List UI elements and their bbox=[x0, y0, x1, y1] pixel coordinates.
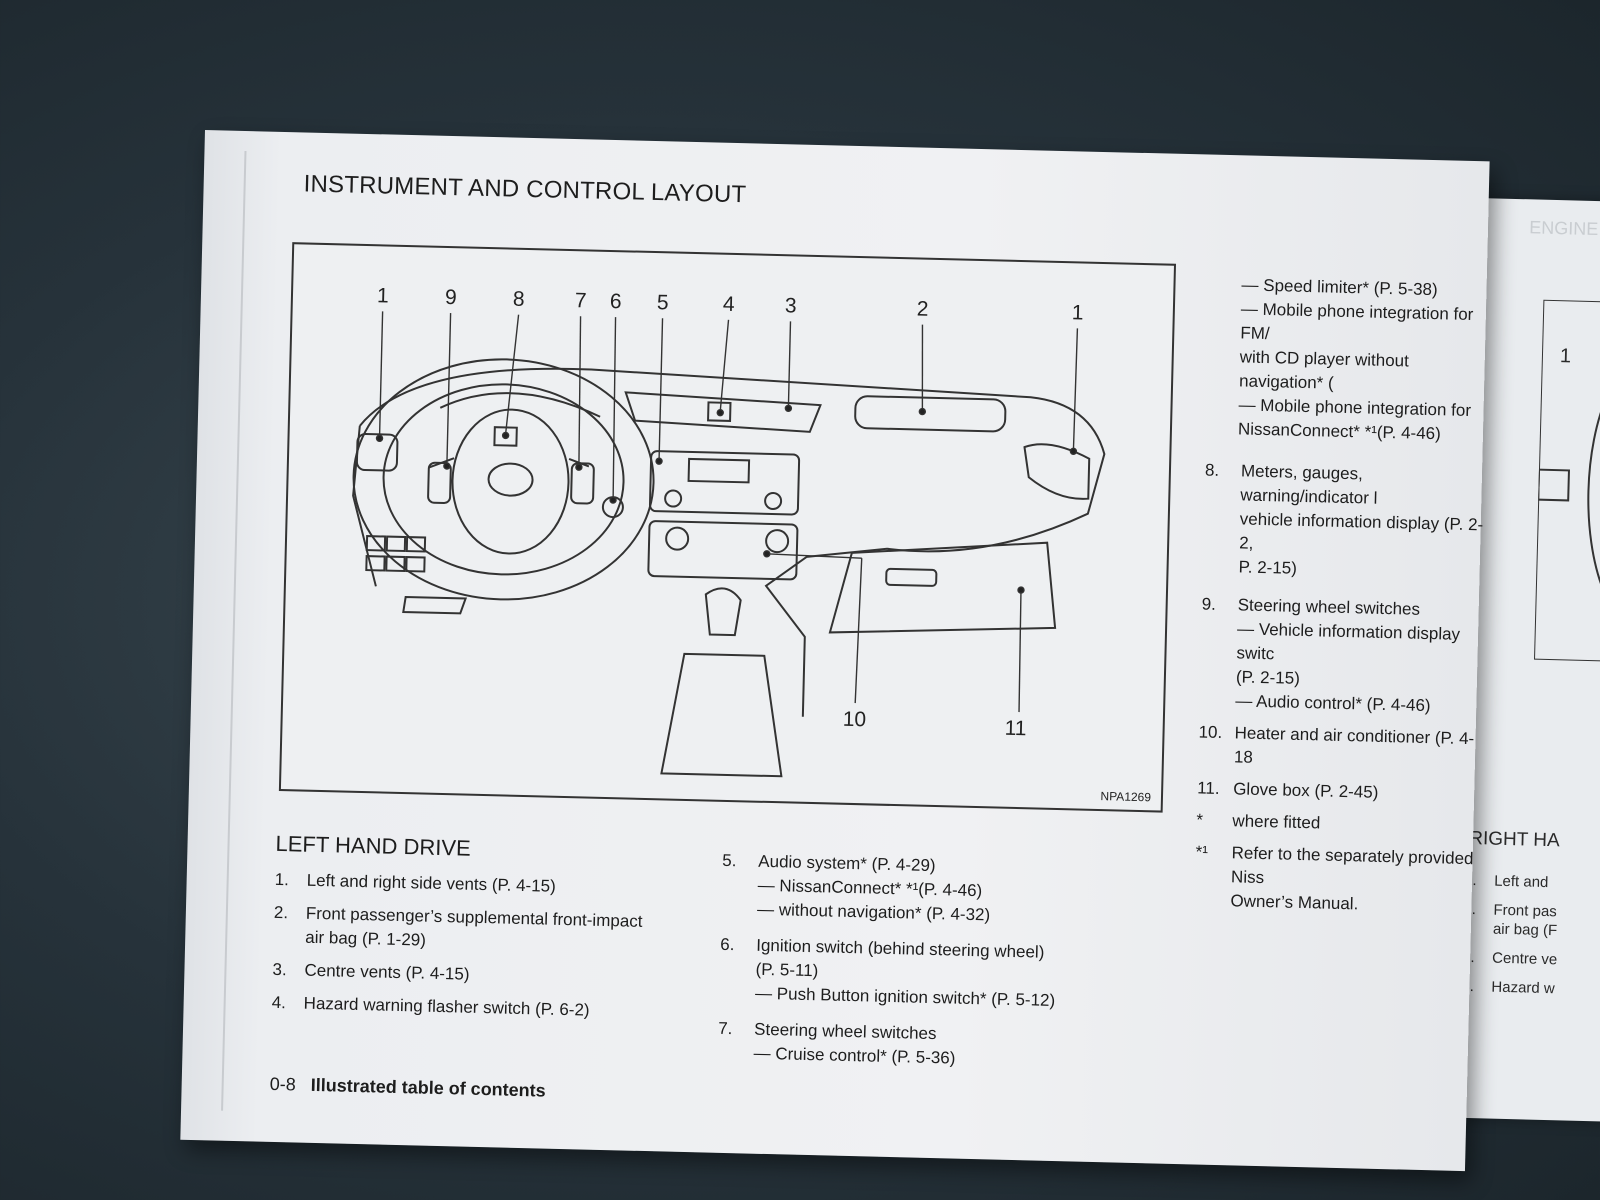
list-item: 6. Ignition switch (behind steering whee… bbox=[719, 933, 1121, 1015]
list-item: 3.Centre vents (P. 4-15) bbox=[272, 959, 470, 984]
next-page-header: ENGINE bbox=[1529, 217, 1599, 240]
next-page-diagram bbox=[1534, 299, 1600, 663]
page-edge bbox=[221, 150, 247, 1111]
right-column: — Speed limiter* (P. 5-38) — Mobile phon… bbox=[1194, 273, 1495, 920]
callout-9: 9 bbox=[444, 285, 457, 310]
list-subitem: with CD player without navigation* ( bbox=[1238, 347, 1410, 393]
list-subitem: — Mobile phone integration for FM/ bbox=[1240, 299, 1474, 344]
list-item: 9. Steering wheel switches— Vehicle info… bbox=[1201, 594, 1461, 716]
list-item: 4.Hazard w bbox=[1461, 978, 1555, 998]
middle-column: 5. Audio system* (P. 4-29) — NissanConne… bbox=[717, 843, 1122, 1075]
dashboard-diagram: 1 9 8 7 6 5 4 3 2 1 10 11 NPA1269 bbox=[278, 242, 1177, 813]
callout-1-left: 1 bbox=[376, 284, 389, 308]
list-item: 2. Front passenger’s supplemental front-… bbox=[273, 902, 643, 950]
next-page: ENGINE 1 RIGHT HA 1.Left and 2.Front pas… bbox=[1457, 198, 1600, 1122]
list-item: 11. Glove box (P. 2-45) bbox=[1196, 778, 1379, 802]
list-item: 5. Audio system* (P. 4-29) — NissanConne… bbox=[721, 849, 1123, 931]
section-title: LEFT HAND DRIVE bbox=[275, 830, 472, 861]
left-hand-drive-section: LEFT HAND DRIVE 1.Left and right side ve… bbox=[271, 830, 716, 1035]
diagram-code: NPA1269 bbox=[1100, 789, 1152, 805]
page-title: INSTRUMENT AND CONTROL LAYOUT bbox=[303, 170, 747, 209]
manual-page: INSTRUMENT AND CONTROL LAYOUT bbox=[180, 130, 1490, 1172]
footnote: * where fitted bbox=[1196, 810, 1321, 833]
callout-5: 5 bbox=[656, 291, 669, 315]
callout-4: 4 bbox=[722, 292, 735, 316]
callout-6: 6 bbox=[609, 289, 622, 314]
page-footer: 0-8 Illustrated table of contents bbox=[269, 1074, 545, 1102]
callout-7: 7 bbox=[574, 289, 587, 313]
list-item: 7. Steering wheel switches — Cruise cont… bbox=[717, 1017, 1118, 1075]
list-item: 10. Heater and air conditioner (P. 4-18 bbox=[1198, 722, 1475, 767]
callout-1-right: 1 bbox=[1071, 301, 1084, 325]
callout-2: 2 bbox=[916, 297, 929, 321]
list-item: 4.Hazard warning flasher switch (P. 6-2) bbox=[271, 992, 590, 1020]
page-number: 0-8 bbox=[269, 1073, 296, 1095]
list-subitem: — Cruise control* (P. 5-36) bbox=[753, 1043, 956, 1068]
footer-section-title: Illustrated table of contents bbox=[310, 1074, 546, 1101]
dashboard-illustration bbox=[352, 311, 1106, 778]
callout-3: 3 bbox=[784, 294, 797, 318]
callout-11: 11 bbox=[1004, 716, 1027, 741]
callout-10: 10 bbox=[842, 707, 867, 732]
footnote: *¹ Refer to the separately provided Niss… bbox=[1195, 842, 1474, 914]
list-item: 1.Left and right side vents (P. 4-15) bbox=[274, 869, 557, 896]
callout-8: 8 bbox=[512, 287, 525, 311]
next-page-callout: 1 bbox=[1559, 345, 1572, 368]
list-subitem: — without navigation* (P. 4-32) bbox=[756, 899, 991, 925]
next-page-section-title: RIGHT HA bbox=[1469, 827, 1560, 852]
list-item: 3.Centre ve bbox=[1462, 949, 1558, 969]
